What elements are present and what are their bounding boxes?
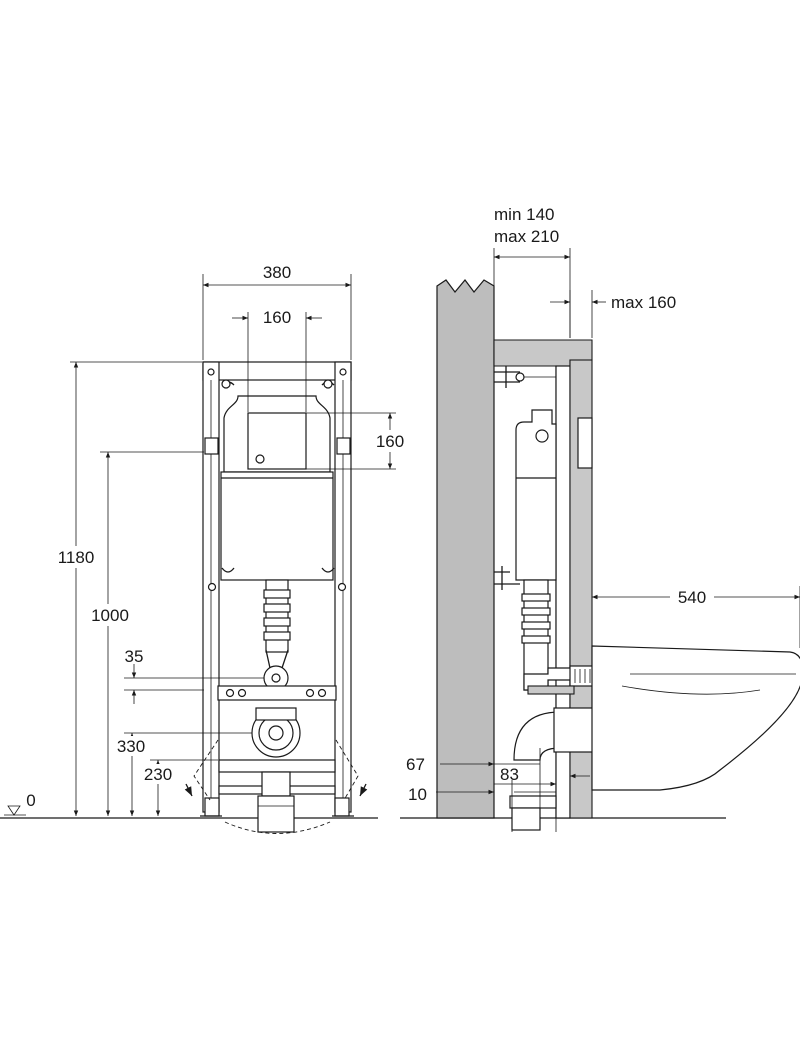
dimension-depth: min 140 max 210	[493, 205, 571, 338]
dimension-1000: 1000	[84, 451, 204, 816]
label-67: 67	[406, 755, 425, 774]
cistern-body	[220, 471, 334, 581]
height-1000-label: 1000	[91, 606, 129, 625]
label-330: 330	[117, 737, 145, 756]
dimension-max-160: max 160	[550, 290, 676, 338]
dimension-230: 230	[140, 759, 218, 816]
height-1180-label: 1180	[58, 548, 95, 567]
button-width-160-label: 160	[263, 308, 291, 327]
label-35: 35	[125, 647, 144, 666]
max-160-label: max 160	[611, 293, 676, 312]
toilet-bowl	[591, 645, 800, 791]
dimension-10: 10	[408, 780, 556, 832]
dimension-160-width: 160	[232, 308, 322, 412]
dimension-380: 380	[202, 263, 352, 360]
floor-level-symbol	[7, 805, 21, 816]
dimension-160-height: 160	[306, 412, 410, 470]
dimension-67: 67	[406, 748, 541, 830]
waste-bend	[513, 711, 561, 761]
dimension-540: 540	[592, 586, 800, 648]
floor-level-label: 0	[26, 791, 35, 810]
label-230: 230	[144, 765, 172, 784]
side-view: min 140 max 210 max 160 540 67	[400, 205, 800, 832]
label-83: 83	[500, 765, 519, 784]
label-10: 10	[408, 785, 427, 804]
cistern-side	[515, 409, 557, 581]
depth-min-label: min 140	[494, 205, 554, 224]
frame	[184, 361, 368, 834]
dimension-330: 330	[114, 732, 252, 816]
front-view: 380 160 160 1180	[0, 263, 410, 834]
label-540: 540	[678, 588, 706, 607]
dimension-83: 83	[494, 765, 590, 832]
dimension-35: 35	[124, 647, 264, 704]
button-height-160-label: 160	[376, 432, 404, 451]
wall-section	[436, 279, 495, 819]
width-380-label: 380	[263, 263, 291, 282]
dimension-1180: 1180	[52, 361, 202, 816]
depth-max-label: max 210	[494, 227, 559, 246]
